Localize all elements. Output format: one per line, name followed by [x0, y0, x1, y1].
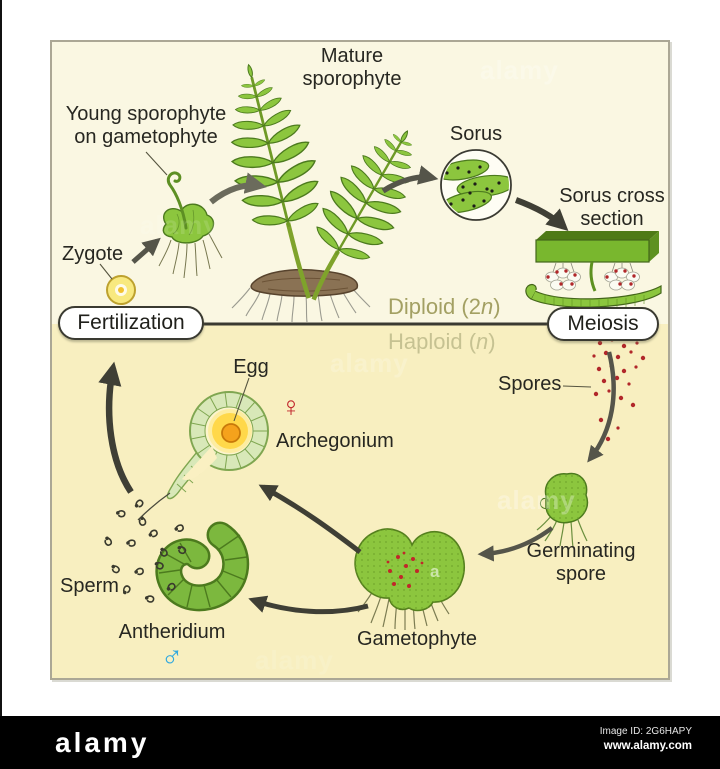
mature-sporophyte-label: Mature sporophyte [302, 45, 402, 90]
spores-label: Spores [498, 373, 562, 395]
zygote-label: Zygote [62, 243, 124, 265]
antheridium-label: Antheridium [118, 621, 226, 643]
watermark: alamy [255, 645, 334, 675]
image-id-text: Image ID: 2G6HAPY [599, 726, 692, 737]
watermark: alamy [330, 348, 409, 378]
haploid-stage-label: Haploid (n) [388, 329, 496, 354]
archegonium-label: Archegonium [276, 430, 394, 452]
fertilization-pill: Fertilization [58, 306, 204, 340]
footer-meta: Image ID: 2G6HAPY www.alamy.com [600, 726, 692, 752]
male-symbol: ♂ [160, 640, 184, 673]
alamy-url-text: www.alamy.com [603, 740, 692, 752]
young-sporophyte-label: Young sporophyte on gametophyte [65, 103, 227, 148]
germinating-spore-label: Germinating spore [526, 540, 636, 585]
female-symbol: ♀ [280, 391, 302, 422]
watermark: alamy [140, 210, 219, 240]
sperm-label: Sperm [60, 575, 119, 597]
gametophyte-label: Gametophyte [356, 628, 478, 650]
sorus-label: Sorus [449, 123, 503, 145]
meiosis-pill: Meiosis [547, 307, 659, 341]
diploid-stage-label: Diploid (2n) [388, 294, 501, 319]
left-edge-strip [0, 0, 2, 769]
alamy-logo: alamy [55, 727, 150, 758]
alamy-footer-bar: alamy Image ID: 2G6HAPY www.alamy.com [0, 716, 720, 769]
sorus-cross-section-label: Sorus cross section [559, 185, 665, 230]
watermark-letter: a [430, 562, 441, 581]
watermark: alamy [497, 485, 576, 515]
watermark: alamy [480, 55, 559, 85]
egg-label: Egg [233, 356, 269, 378]
